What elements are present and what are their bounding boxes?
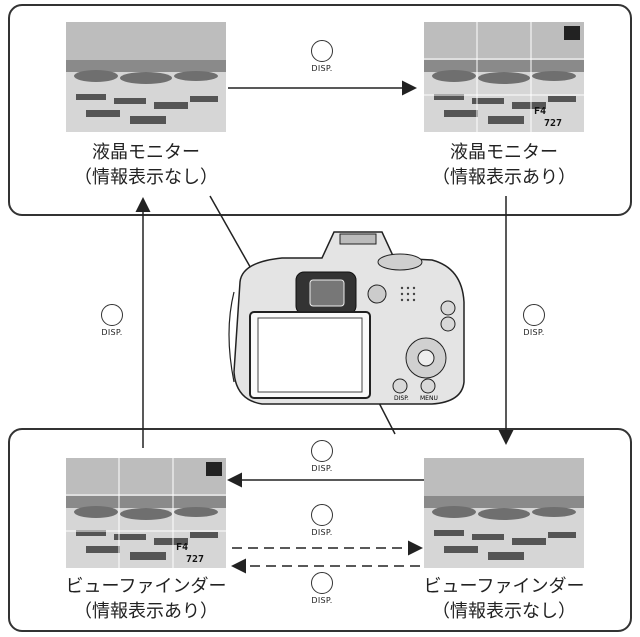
caption-lcd-no-info: 液晶モニター （情報表示なし） <box>46 140 246 190</box>
disp-button-icon <box>311 504 333 526</box>
disp-button-bottom-bottom[interactable]: DISP. <box>302 572 342 605</box>
disp-label: DISP. <box>311 528 333 537</box>
disp-button-icon <box>311 572 333 594</box>
disp-button-bottom-middle[interactable]: DISP. <box>302 504 342 537</box>
disp-label: DISP. <box>523 328 545 337</box>
disp-button-bottom-top[interactable]: DISP. <box>302 440 342 473</box>
caption-line1: ビューファインダー <box>423 576 585 597</box>
svg-text:F4: F4 <box>534 106 546 117</box>
caption-line1: 液晶モニター <box>450 142 558 163</box>
disp-button-icon <box>311 40 333 62</box>
caption-line2: （情報表示あり） <box>432 167 576 188</box>
svg-text:MENU: MENU <box>420 395 438 402</box>
disp-label: DISP. <box>311 596 333 605</box>
caption-evf-with-info: ビューファインダー （情報表示あり） <box>46 574 246 624</box>
disp-label: DISP. <box>311 64 333 73</box>
disp-button-icon <box>101 304 123 326</box>
caption-line2: （情報表示なし） <box>74 167 218 188</box>
thumb-evf-no-info <box>424 458 584 568</box>
caption-evf-no-info: ビューファインダー （情報表示なし） <box>404 574 604 624</box>
caption-line2: （情報表示なし） <box>432 601 576 622</box>
disp-button-top[interactable]: DISP. <box>302 40 342 73</box>
disp-button-left[interactable]: DISP. <box>92 304 132 337</box>
disp-button-icon <box>523 304 545 326</box>
svg-text:727: 727 <box>186 554 204 565</box>
caption-line1: 液晶モニター <box>92 142 200 163</box>
disp-button-icon <box>311 440 333 462</box>
svg-text:F4: F4 <box>176 542 188 553</box>
thumb-evf-with-info: 727 F4 <box>66 458 226 568</box>
caption-lcd-with-info: 液晶モニター （情報表示あり） <box>404 140 604 190</box>
disp-label: DISP. <box>101 328 123 337</box>
thumb-lcd-no-info <box>66 22 226 132</box>
thumb-lcd-with-info: 727 F4 <box>424 22 584 132</box>
svg-text:DISP.: DISP. <box>394 395 409 402</box>
caption-line2: （情報表示あり） <box>74 601 218 622</box>
disp-label: DISP. <box>311 464 333 473</box>
camera-illustration: DISP. MENU <box>222 222 472 412</box>
svg-text:727: 727 <box>544 118 562 129</box>
disp-button-right[interactable]: DISP. <box>514 304 554 337</box>
caption-line1: ビューファインダー <box>65 576 227 597</box>
